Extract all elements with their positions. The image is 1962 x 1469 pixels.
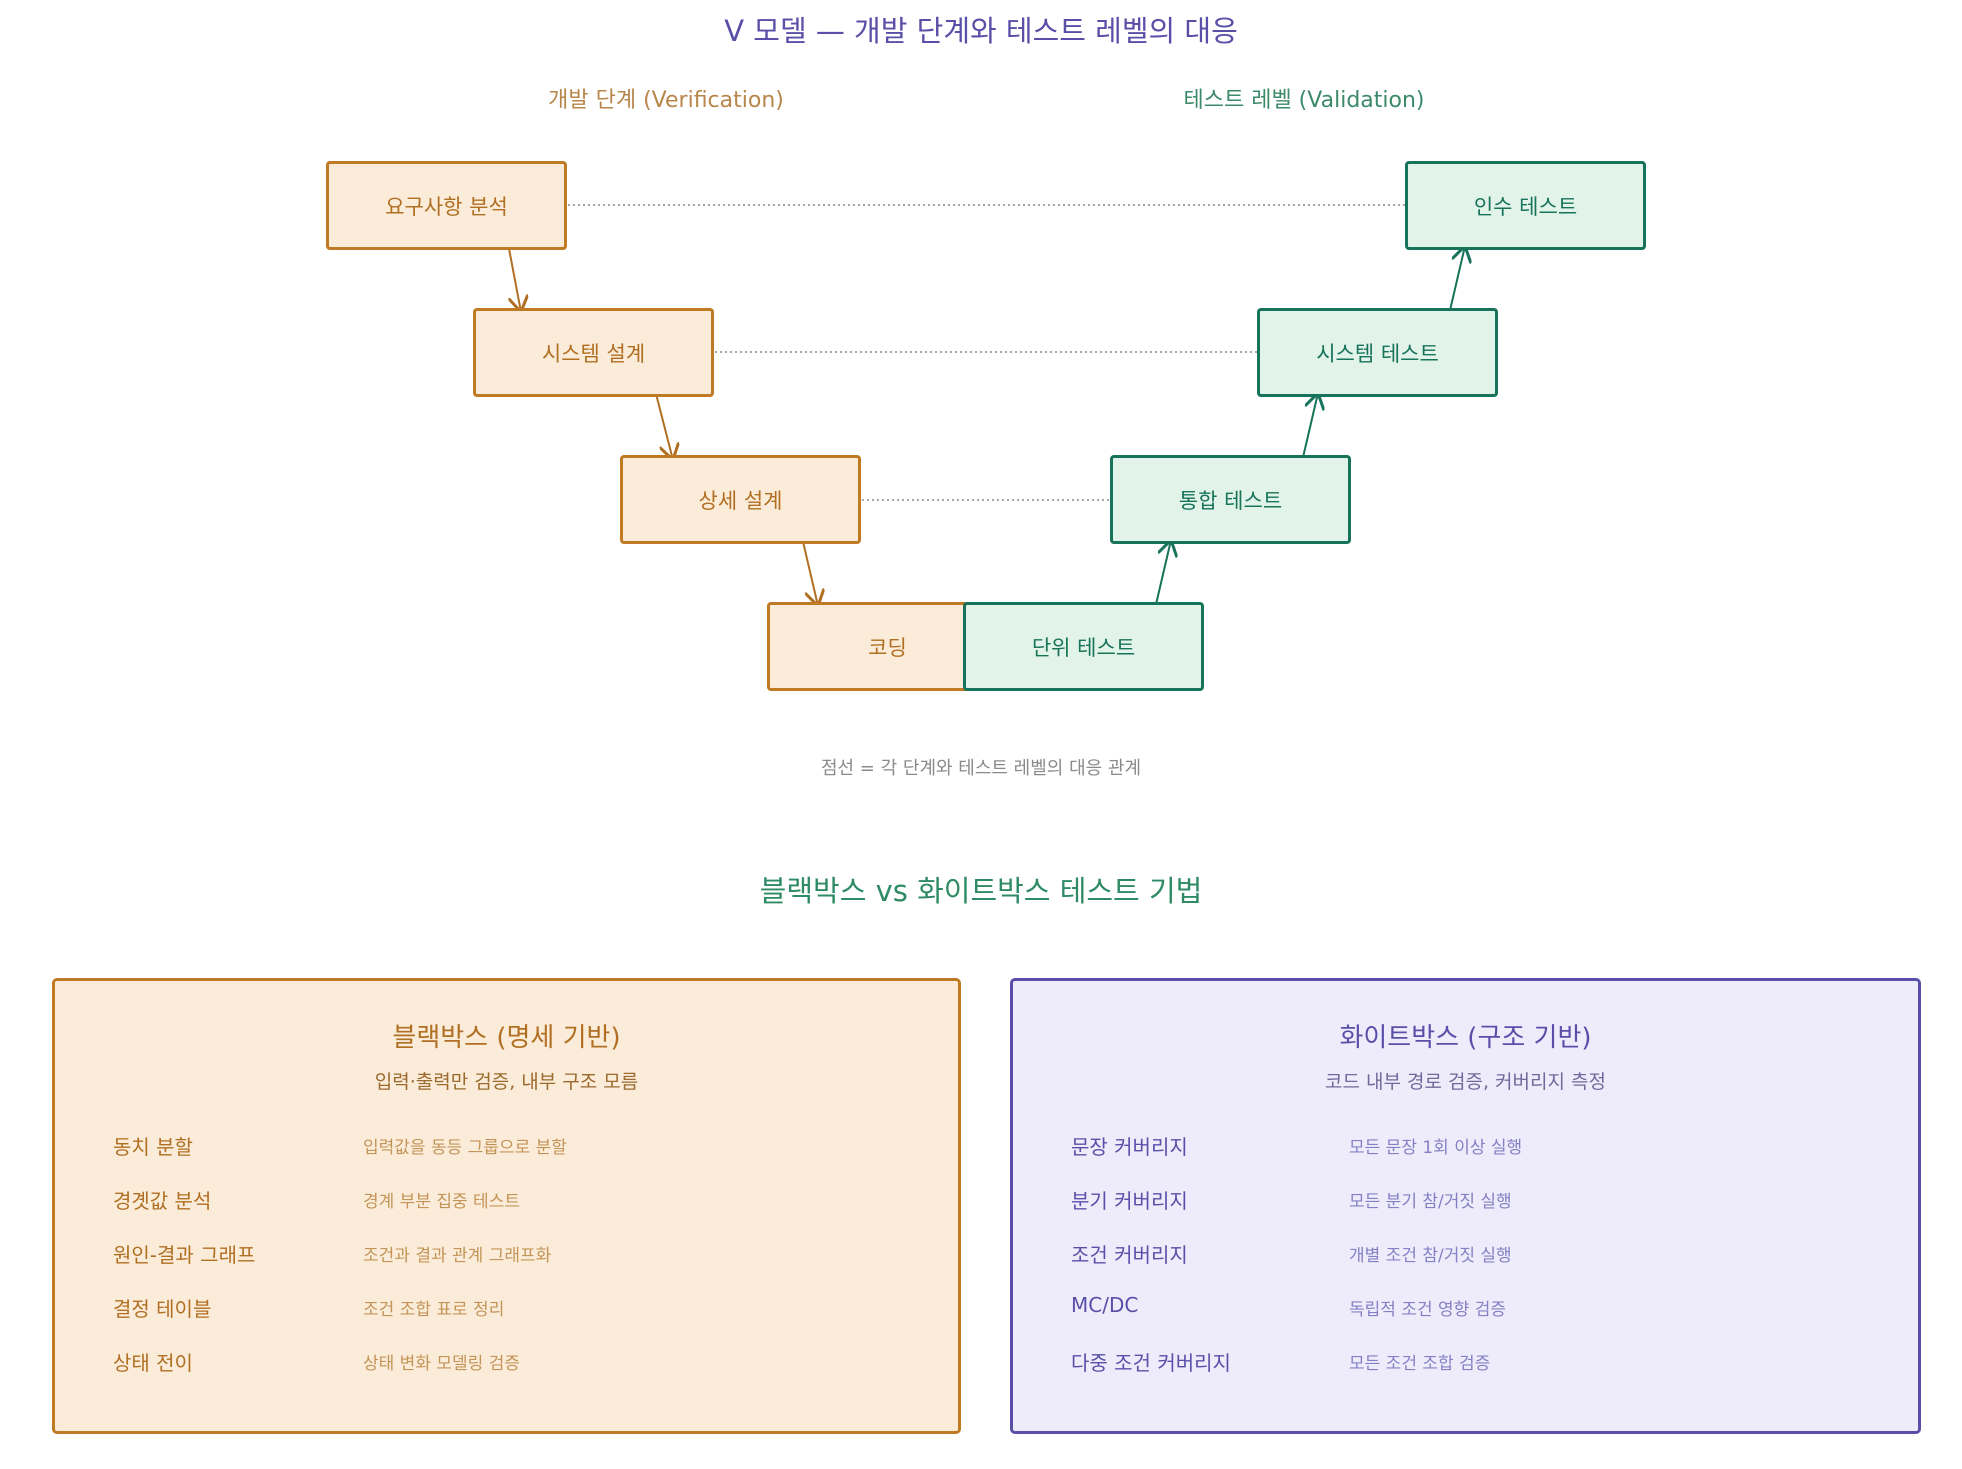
blackbox-technique-name: 동치 분할 bbox=[113, 1135, 193, 1159]
arrow-dev-2 bbox=[653, 385, 673, 460]
blackbox-technique-desc: 경계 부분 집중 테스트 bbox=[363, 1192, 520, 1212]
blackbox-technique-desc: 상태 변화 모델링 검증 bbox=[363, 1354, 520, 1374]
dev-column-header: 개발 단계 (Verification) bbox=[548, 88, 784, 113]
blackbox-technique-desc: 조건과 결과 관계 그래프화 bbox=[363, 1246, 552, 1266]
stage-system-design: 시스템 설계 bbox=[473, 308, 714, 397]
whitebox-title: 화이트박스 (구조 기반) bbox=[1339, 1023, 1592, 1053]
arrow-test-2 bbox=[1300, 393, 1318, 467]
blackbox-technique-name: 경곗값 분석 bbox=[113, 1189, 212, 1213]
whitebox-technique-name: 다중 조건 커버리지 bbox=[1071, 1351, 1231, 1375]
whitebox-technique-desc: 모든 문장 1회 이상 실행 bbox=[1349, 1138, 1523, 1158]
whitebox-technique-name: 분기 커버리지 bbox=[1071, 1189, 1188, 1213]
legend-note: 점선 = 각 단계와 테스트 레벨의 대응 관계 bbox=[820, 758, 1142, 779]
blackbox-subtitle: 입력·출력만 검증, 내부 구조 모름 bbox=[374, 1071, 639, 1093]
test-column-header: 테스트 레벨 (Validation) bbox=[1183, 88, 1425, 113]
blackbox-panel: 블랙박스 (명세 기반) 입력·출력만 검증, 내부 구조 모름 동치 분할 입… bbox=[52, 978, 961, 1434]
whitebox-technique-desc: 독립적 조건 영향 검증 bbox=[1349, 1300, 1506, 1320]
blackbox-technique-name: 원인-결과 그래프 bbox=[113, 1243, 256, 1267]
arrow-dev-3 bbox=[800, 532, 818, 606]
diagram-title: V 모델 — 개발 단계와 테스트 레벨의 대응 bbox=[724, 14, 1238, 48]
test-unit: 단위 테스트 bbox=[963, 602, 1204, 691]
blackbox-technique-desc: 입력값을 동등 그룹으로 분할 bbox=[363, 1138, 567, 1158]
section-title: 블랙박스 vs 화이트박스 테스트 기법 bbox=[759, 874, 1203, 908]
blackbox-technique-desc: 조건 조합 표로 정리 bbox=[363, 1300, 505, 1320]
test-integration: 통합 테스트 bbox=[1110, 455, 1351, 544]
arrow-dev-1 bbox=[506, 237, 521, 312]
whitebox-technique-name: 문장 커버리지 bbox=[1071, 1135, 1188, 1159]
stage-requirements-analysis: 요구사항 분석 bbox=[326, 161, 567, 250]
arrow-test-1 bbox=[1153, 540, 1171, 614]
whitebox-technique-desc: 모든 조건 조합 검증 bbox=[1349, 1354, 1491, 1374]
whitebox-technique-name: 조건 커버리지 bbox=[1071, 1243, 1188, 1267]
whitebox-subtitle: 코드 내부 경로 검증, 커버리지 측정 bbox=[1325, 1071, 1606, 1093]
whitebox-technique-desc: 모든 분기 참/거짓 실행 bbox=[1349, 1192, 1512, 1212]
whitebox-panel: 화이트박스 (구조 기반) 코드 내부 경로 검증, 커버리지 측정 문장 커버… bbox=[1010, 978, 1921, 1434]
whitebox-technique-desc: 개별 조건 참/거짓 실행 bbox=[1349, 1246, 1512, 1266]
arrow-test-3 bbox=[1447, 246, 1465, 320]
blackbox-title: 블랙박스 (명세 기반) bbox=[392, 1023, 621, 1053]
test-acceptance: 인수 테스트 bbox=[1405, 161, 1646, 250]
stage-detailed-design: 상세 설계 bbox=[620, 455, 861, 544]
whitebox-technique-name: MC/DC bbox=[1071, 1293, 1139, 1317]
test-system: 시스템 테스트 bbox=[1257, 308, 1498, 397]
blackbox-technique-name: 결정 테이블 bbox=[113, 1297, 212, 1321]
blackbox-technique-name: 상태 전이 bbox=[113, 1351, 193, 1375]
